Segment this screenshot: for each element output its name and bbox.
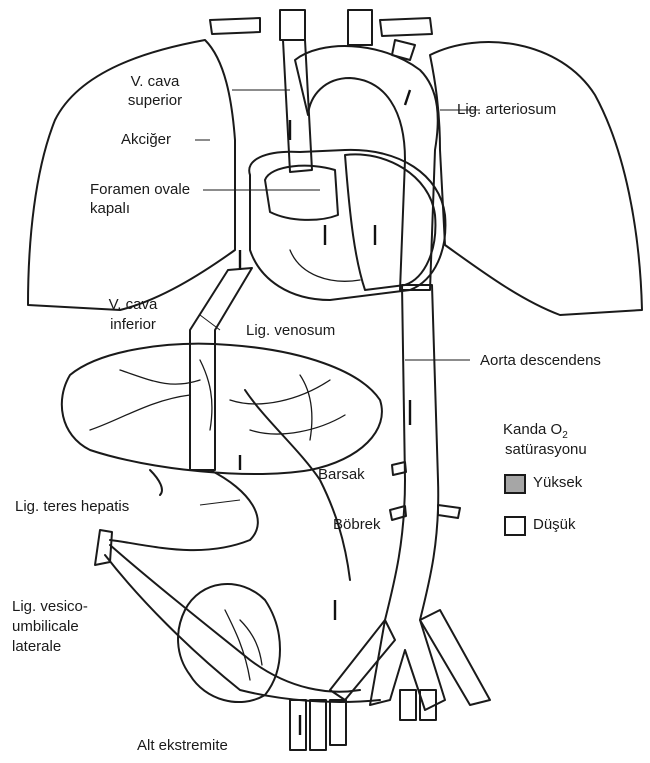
label-vcava-superior-1: V. cava xyxy=(110,73,200,91)
label-lig-vesico-1: Lig. vesico- xyxy=(12,598,88,616)
kidney-branch-right xyxy=(438,505,460,518)
hepatic-branch xyxy=(150,470,162,495)
top-vessels xyxy=(210,10,432,60)
label-vcava-inferior-1: V. cava xyxy=(98,296,168,314)
label-akciger: Akciğer xyxy=(121,131,171,149)
label-aorta-descendens: Aorta descendens xyxy=(480,352,601,370)
descending-aorta xyxy=(370,285,445,710)
right-lung xyxy=(430,42,642,315)
lower-vessels xyxy=(290,690,436,750)
umbilical-artery xyxy=(110,545,360,692)
umbilical-stump xyxy=(95,530,112,565)
liver xyxy=(62,344,382,474)
umbilical-vein xyxy=(110,470,258,550)
label-lig-teres: Lig. teres hepatis xyxy=(15,498,129,516)
label-foramen-1: Foramen ovale xyxy=(90,181,190,199)
label-lig-vesico-3: laterale xyxy=(12,638,61,656)
legend-label-high: Yüksek xyxy=(533,474,582,492)
label-lig-vesico-2: umbilicale xyxy=(12,618,79,636)
portal-vein xyxy=(245,390,350,580)
label-alt-ekstremite: Alt ekstremite xyxy=(137,737,228,755)
legend-title-text: Kanda O xyxy=(503,421,562,438)
legend-title-sub: 2 xyxy=(562,430,568,441)
heart xyxy=(249,150,445,300)
label-vcava-inferior-2: inferior xyxy=(98,316,168,334)
legend-label-low: Düşük xyxy=(533,516,576,534)
legend-swatch-low xyxy=(504,516,526,536)
liver-veins xyxy=(90,360,345,440)
inferior-vena-cava xyxy=(190,268,252,470)
label-bobrek: Böbrek xyxy=(333,516,381,534)
iliac-artery-left xyxy=(330,620,395,700)
legend-swatch-high xyxy=(504,474,526,494)
label-vcava-superior-2: superior xyxy=(110,92,200,110)
label-lig-arteriosum: Lig. arteriosum xyxy=(457,101,556,119)
label-lig-venosum: Lig. venosum xyxy=(246,322,335,340)
label-barsak: Barsak xyxy=(318,466,365,484)
label-foramen-2: kapalı xyxy=(90,200,130,218)
legend-title-2: satürasyonu xyxy=(505,441,587,459)
